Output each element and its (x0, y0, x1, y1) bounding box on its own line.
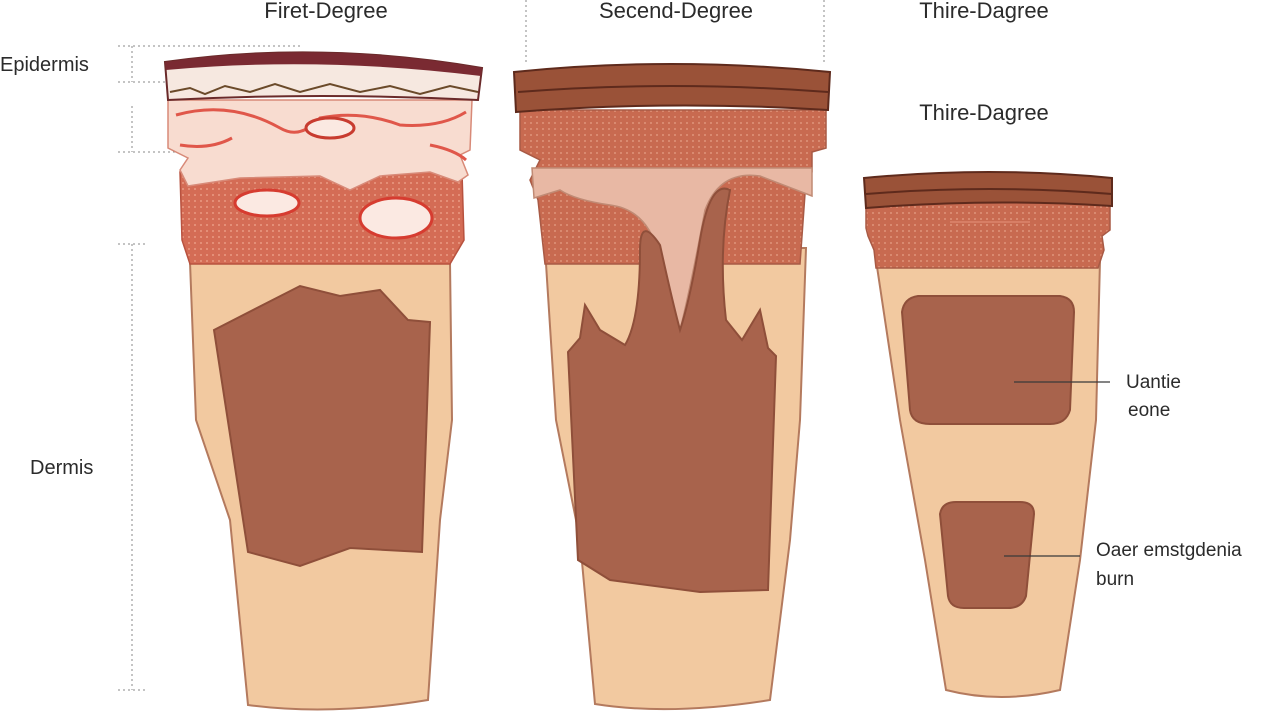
second-degree-column (512, 63, 832, 711)
third-degree-top-title: Thire-Dagree (919, 0, 1049, 23)
upper-callout-line1: Uantie (1126, 372, 1181, 393)
callout-leaders (1004, 381, 1110, 557)
lower-callout-line1: Oaer emstgdenia (1096, 540, 1242, 561)
third-degree-dotted-layer (865, 195, 1111, 269)
first-degree-column (163, 51, 484, 711)
first-degree-blister-2 (233, 188, 301, 218)
lower-callout-line2: burn (1096, 569, 1134, 590)
third-degree-upper-burn (900, 295, 1076, 425)
upper-callout-line2: eone (1128, 400, 1170, 421)
second-degree-title: Secend-Degree (599, 0, 753, 23)
third-degree-crust-line (865, 188, 1113, 195)
first-degree-epidermis-speckle (169, 82, 479, 96)
second-degree-epidermis-crust (512, 63, 832, 114)
third-degree-title: Thire-Dagree (919, 100, 1049, 125)
first-degree-blister-3 (358, 196, 434, 240)
dermis-label: Dermis (30, 457, 93, 479)
first-degree-blister-1 (304, 116, 356, 140)
third-degree-lower-burn (938, 501, 1036, 609)
second-degree-burn-area (566, 187, 778, 594)
epidermis-label: Epidermis (0, 54, 89, 76)
layer-guides (118, 0, 825, 691)
second-degree-crust-line (517, 85, 829, 93)
first-degree-title: Firet-Degree (264, 0, 387, 23)
first-degree-epidermis-top (165, 52, 482, 76)
first-degree-dermis-area (212, 284, 432, 568)
third-degree-column (862, 171, 1113, 698)
